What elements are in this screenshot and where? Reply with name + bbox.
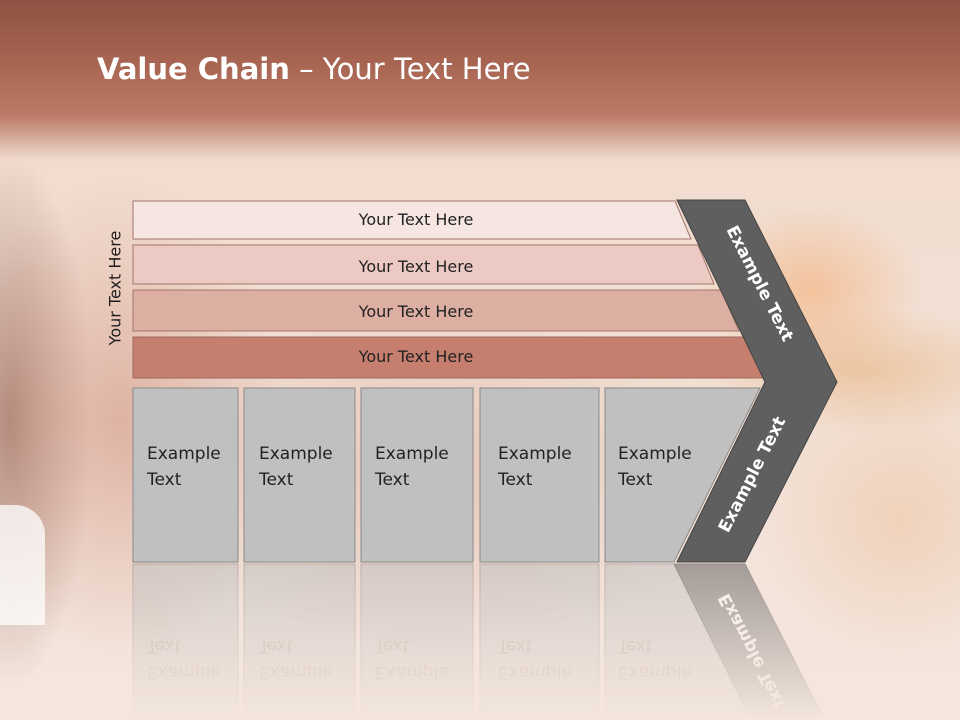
column-3-line-1: Example bbox=[375, 444, 449, 464]
reflection-column-2-line-1: Example bbox=[259, 662, 333, 682]
reflection-column-4-line-2: Text bbox=[497, 636, 533, 656]
reflection-column-3-line-2: Text bbox=[374, 636, 410, 656]
reflection-column-5-line-1: Example bbox=[618, 662, 692, 682]
reflection-chevron bbox=[673, 563, 826, 720]
background-collar bbox=[0, 505, 45, 625]
reflection-column-3 bbox=[360, 563, 474, 720]
reflection-column-4-line-1: Example bbox=[498, 662, 572, 682]
reflection-column-4 bbox=[479, 563, 600, 720]
column-1-line-1: Example bbox=[147, 444, 221, 464]
column-4-line-2: Text bbox=[497, 470, 533, 490]
reflection-column-1 bbox=[132, 563, 239, 720]
title-bold: Value Chain bbox=[97, 52, 290, 86]
reflection-column-2 bbox=[243, 563, 356, 720]
slide-title: Value Chain – Your Text Here bbox=[97, 52, 531, 86]
row-label-1: Your Text Here bbox=[358, 210, 474, 229]
diagram-reflection: Example Text Example Text Example Text E… bbox=[132, 563, 826, 720]
column-4-line-1: Example bbox=[498, 444, 572, 464]
reflection-column-2-line-2: Text bbox=[258, 636, 294, 656]
column-box-1 bbox=[132, 387, 239, 563]
column-box-4 bbox=[479, 387, 600, 563]
column-5-line-2: Text bbox=[617, 470, 653, 490]
reflection-column-3-line-1: Example bbox=[375, 662, 449, 682]
row-label-4: Your Text Here bbox=[358, 347, 474, 366]
reflection-column-1-line-2: Text bbox=[146, 636, 182, 656]
chevron-arrow bbox=[676, 199, 838, 563]
row-bar-2 bbox=[132, 244, 715, 285]
column-1-line-2: Text bbox=[146, 470, 182, 490]
row-bar-1 bbox=[132, 200, 692, 240]
row-label-3: Your Text Here bbox=[358, 302, 474, 321]
column-box-3 bbox=[360, 387, 474, 563]
row-bar-3 bbox=[132, 289, 740, 332]
column-5-line-1: Example bbox=[618, 444, 692, 464]
column-2-line-1: Example bbox=[259, 444, 333, 464]
column-box-2 bbox=[243, 387, 356, 563]
reflection-column-1-line-1: Example bbox=[147, 662, 221, 682]
column-2-line-2: Text bbox=[258, 470, 294, 490]
column-box-5 bbox=[604, 387, 761, 563]
title-rest: – Your Text Here bbox=[289, 52, 531, 86]
reflection-column-5-line-2: Text bbox=[617, 636, 653, 656]
row-label-2: Your Text Here bbox=[358, 257, 474, 276]
header-band bbox=[0, 0, 960, 160]
column-3-line-2: Text bbox=[374, 470, 410, 490]
